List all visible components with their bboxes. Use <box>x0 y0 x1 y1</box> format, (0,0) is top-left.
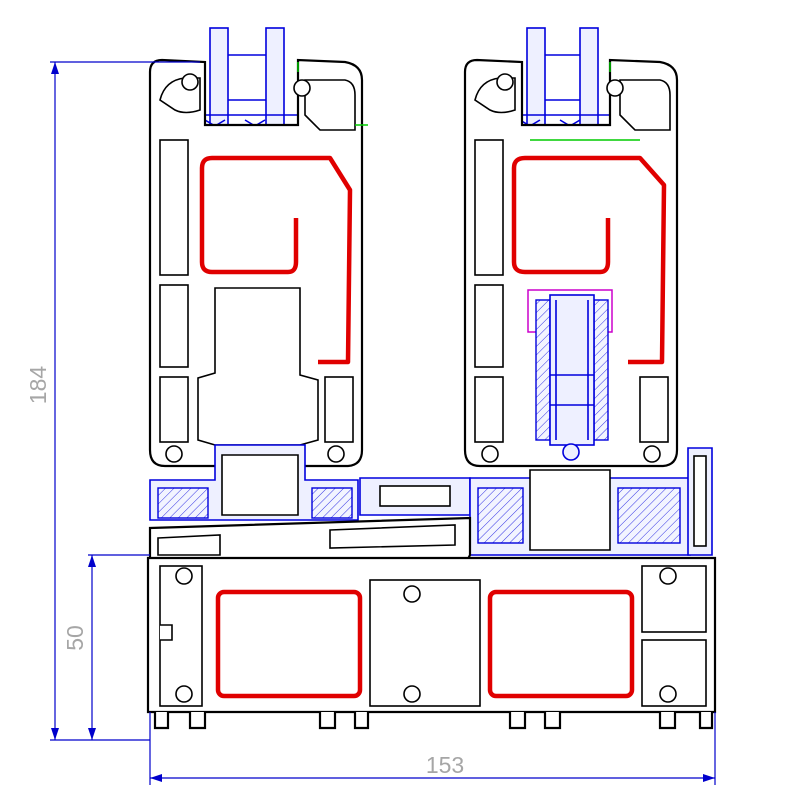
right-sash-chamber <box>474 284 504 368</box>
left-sash-chamber <box>159 376 189 443</box>
left-sash-chamber <box>324 376 354 443</box>
dimension-frame-height: 50 <box>62 554 150 740</box>
right-sash <box>463 27 679 556</box>
outer-frame <box>146 556 717 730</box>
frame-chamber <box>369 579 481 707</box>
left-glazing-bead <box>194 27 301 136</box>
right-sash-chamber <box>474 139 504 276</box>
dimension-label-total-height: 184 <box>25 366 51 405</box>
right-sash-steel-reinforcement <box>511 155 667 365</box>
frame-steel-left <box>215 589 363 699</box>
left-sash-steel-reinforcement <box>199 155 353 365</box>
right-sash-chamber <box>474 376 504 443</box>
dimension-total-height: 184 <box>25 61 200 741</box>
left-sash-chamber <box>159 284 189 368</box>
left-sash <box>148 27 368 468</box>
left-sash-center-chamber <box>197 287 319 446</box>
dimension-label-total-width: 153 <box>426 752 464 778</box>
frame-chamber <box>641 565 707 633</box>
left-sash-chamber <box>159 139 189 276</box>
right-sash-roller-assembly <box>527 289 613 461</box>
frame-steel-right <box>487 589 635 699</box>
right-glazing-bead <box>511 27 616 136</box>
dimension-label-frame-height: 50 <box>62 625 88 651</box>
right-sash-chamber <box>639 376 669 443</box>
dimension-total-width: 153 <box>149 712 716 785</box>
